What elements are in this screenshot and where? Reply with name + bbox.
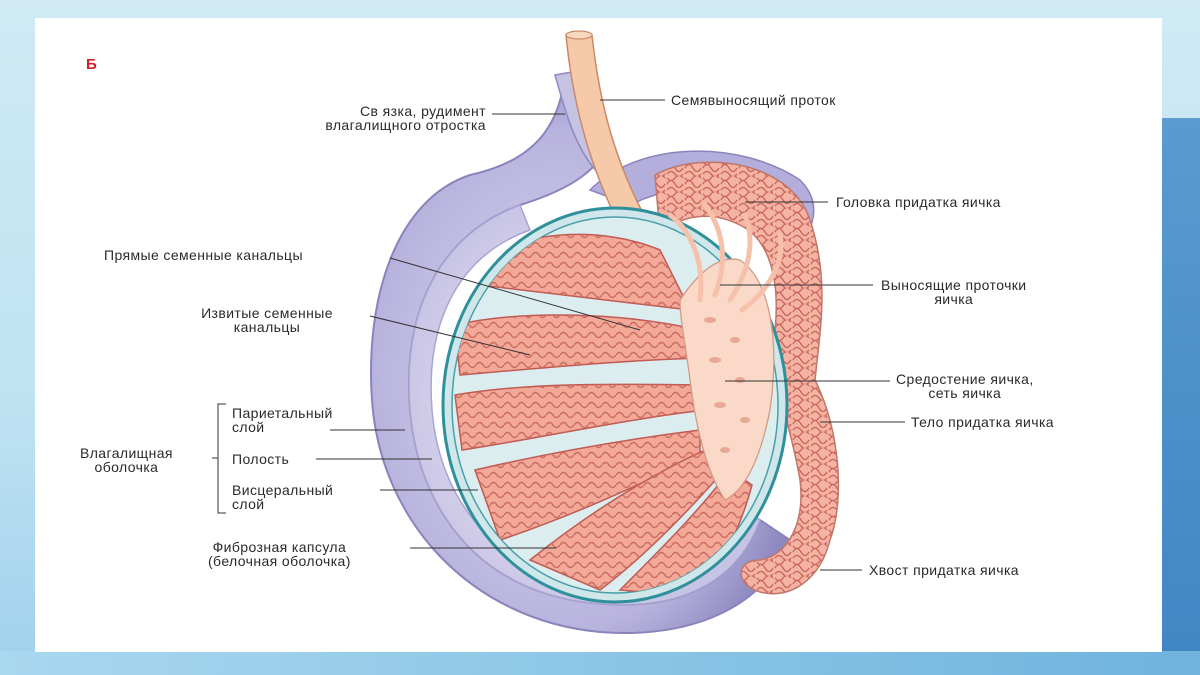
label-fibrous-capsule: Фиброзная капсула (белочная оболочка) — [208, 540, 351, 568]
background-band-bottom — [0, 651, 1200, 675]
label-vas-deferens: Семявыносящий проток — [671, 92, 836, 108]
label-epididymis-body: Тело придатка яичка — [911, 414, 1054, 430]
label-convoluted-line1: Извитые семенные — [201, 305, 333, 321]
label-straight-tubules: Прямые семенные канальцы — [104, 247, 303, 263]
label-fibrous-line1: Фиброзная капсула — [212, 539, 347, 555]
label-ligament-line2: влагалищного отростка — [325, 117, 486, 133]
label-mediastinum: Средостение яичка, сеть яичка — [896, 372, 1034, 400]
label-efferent-line1: Выносящие проточки — [881, 277, 1027, 293]
lobule-1 — [469, 233, 692, 311]
efferent-ductules — [667, 202, 784, 313]
label-ligament-line1: Св язка, рудимент — [360, 103, 486, 119]
label-mediastinum-line2: сеть яичка — [928, 385, 1002, 401]
label-mediastinum-line1: Средостение яичка, — [896, 371, 1034, 387]
label-cavity: Полость — [232, 451, 290, 467]
label-parietal-line2: слой — [232, 419, 265, 435]
label-visceral-layer: Висцеральный слой — [232, 483, 333, 511]
lobules — [454, 233, 753, 593]
label-epididymis-head: Головка придатка яичка — [836, 194, 1001, 210]
label-convoluted-tubules: Извитые семенные канальцы — [172, 306, 362, 334]
label-fibrous-line2: (белочная оболочка) — [208, 553, 351, 569]
background-band-right — [1160, 118, 1200, 675]
label-epididymis-tail: Хвост придатка яичка — [869, 562, 1019, 578]
panel-letter: Б — [86, 56, 97, 73]
label-tunica-vaginalis: Влагалищная оболочка — [80, 446, 173, 474]
label-visceral-line2: слой — [232, 496, 265, 512]
rete-testis — [679, 258, 775, 501]
label-tunica-line2: оболочка — [94, 459, 159, 475]
label-ligament: Св язка, рудимент влагалищного отростка — [244, 104, 486, 132]
label-parietal-line1: Париетальный — [232, 405, 333, 421]
label-efferent-line2: яичка — [934, 291, 974, 307]
label-tunica-line1: Влагалищная — [80, 445, 173, 461]
leader-lines — [212, 99, 905, 571]
lobule-4 — [474, 429, 701, 541]
label-efferent-ductules: Выносящие проточки яичка — [881, 278, 1027, 306]
lobule-3 — [454, 383, 706, 451]
label-visceral-line1: Висцеральный — [232, 482, 334, 498]
label-convoluted-line2: канальцы — [233, 319, 301, 335]
label-parietal-layer: Париетальный слой — [232, 406, 333, 434]
